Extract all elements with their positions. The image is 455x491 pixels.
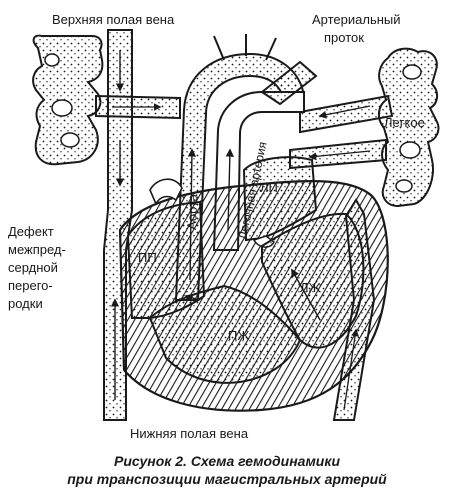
left-ventricle-label: ЛЖ (300, 280, 321, 295)
caption-line1: Рисунок 2. Схема гемодинамики (114, 453, 340, 469)
asd-label-line1: Дефект (8, 224, 54, 239)
asd-label-line4: перего- (8, 278, 53, 293)
asd-label: Дефект межпред- сердной перего- родки (8, 224, 66, 311)
right-ventricle-label: ПЖ (228, 328, 249, 343)
ivc-label: Нижняя полая вена (130, 426, 249, 441)
asd-label-line3: сердной (8, 260, 58, 275)
lung-label: Легкое (384, 115, 425, 130)
right-atrium-label: ПП (138, 250, 157, 265)
left-lung (32, 34, 104, 166)
left-atrium-label: ЛП (260, 180, 278, 195)
caption-line2: при транспозиции магистральных артерий (67, 471, 387, 487)
ductus-arteriosus (260, 60, 318, 106)
pulmonary-veins-right (332, 198, 376, 421)
ductus-label-line2: проток (324, 30, 364, 45)
asd-label-line5: родки (8, 296, 43, 311)
aorta-label: Аорта (184, 193, 200, 230)
ductus-label-line1: Артериальный (312, 12, 401, 27)
svc-label: Верхняя полая вена (52, 12, 175, 27)
right-atrium (126, 178, 206, 319)
right-lung (378, 47, 440, 208)
asd-label-line2: межпред- (8, 242, 66, 257)
